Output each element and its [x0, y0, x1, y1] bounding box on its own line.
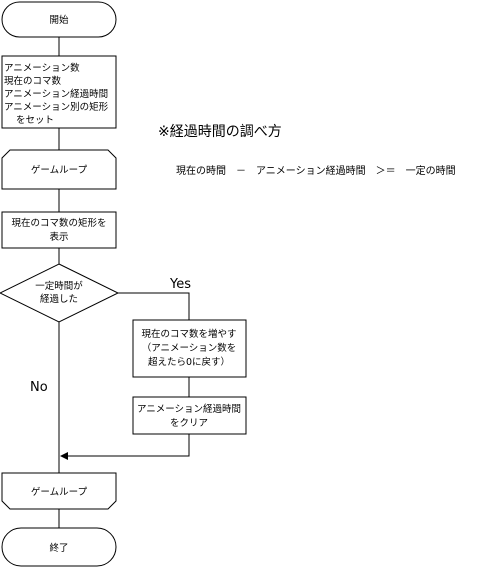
connectors: [58, 37, 190, 528]
loop-start-label: ゲームループ: [31, 164, 88, 176]
start-terminator: 開始: [1, 1, 117, 38]
note-title: ※経過時間の調べ方: [158, 124, 282, 140]
display-line-1: 現在のコマ数の矩形を: [11, 217, 106, 229]
note: ※経過時間の調べ方 現在の時間 － アニメーション経過時間 ＞＝ 一定の時間: [158, 124, 456, 177]
connector-decision-yes: [118, 292, 190, 320]
yes-label: Yes: [169, 277, 191, 292]
clear-line-1: アニメーション経過時間: [137, 403, 241, 415]
end-label: 終了: [49, 542, 68, 554]
loop-end: ゲームループ: [1, 472, 117, 510]
init-line-4: アニメーション別の矩形: [4, 101, 109, 113]
init-line-1: アニメーション数: [4, 62, 80, 74]
clear-process: アニメーション経過時間 をクリア: [132, 396, 247, 435]
no-label: No: [30, 380, 48, 395]
init-line-3: アニメーション経過時間: [4, 88, 108, 100]
clear-line-2: をクリア: [170, 418, 208, 429]
increment-process: 現在のコマ数を増やす （アニメーション数を 超えたら0に戻す）: [132, 319, 247, 378]
init-line-5: をセット: [16, 115, 54, 126]
note-formula: 現在の時間 － アニメーション経過時間 ＞＝ 一定の時間: [176, 164, 456, 177]
init-process: アニメーション数 現在のコマ数 アニメーション経過時間 アニメーション別の矩形 …: [1, 55, 117, 129]
display-process: 現在のコマ数の矩形を 表示: [1, 211, 117, 249]
display-line-2: 表示: [49, 231, 68, 243]
increment-line-1: 現在のコマ数を増やす: [141, 328, 236, 340]
init-line-2: 現在のコマ数: [4, 75, 62, 87]
end-terminator: 終了: [1, 527, 117, 567]
decision-diamond: 一定時間が 経過した: [0, 263, 120, 323]
start-label: 開始: [49, 14, 69, 26]
loop-end-label: ゲームループ: [31, 486, 88, 498]
decision-line-2: 経過した: [40, 293, 78, 305]
increment-line-2: （アニメーション数を: [142, 342, 237, 354]
loop-start: ゲームループ: [1, 149, 117, 190]
increment-line-3: 超えたら0に戻す）: [148, 356, 230, 368]
decision-line-1: 一定時間が: [35, 280, 83, 292]
connector-clear-return: [60, 434, 190, 460]
